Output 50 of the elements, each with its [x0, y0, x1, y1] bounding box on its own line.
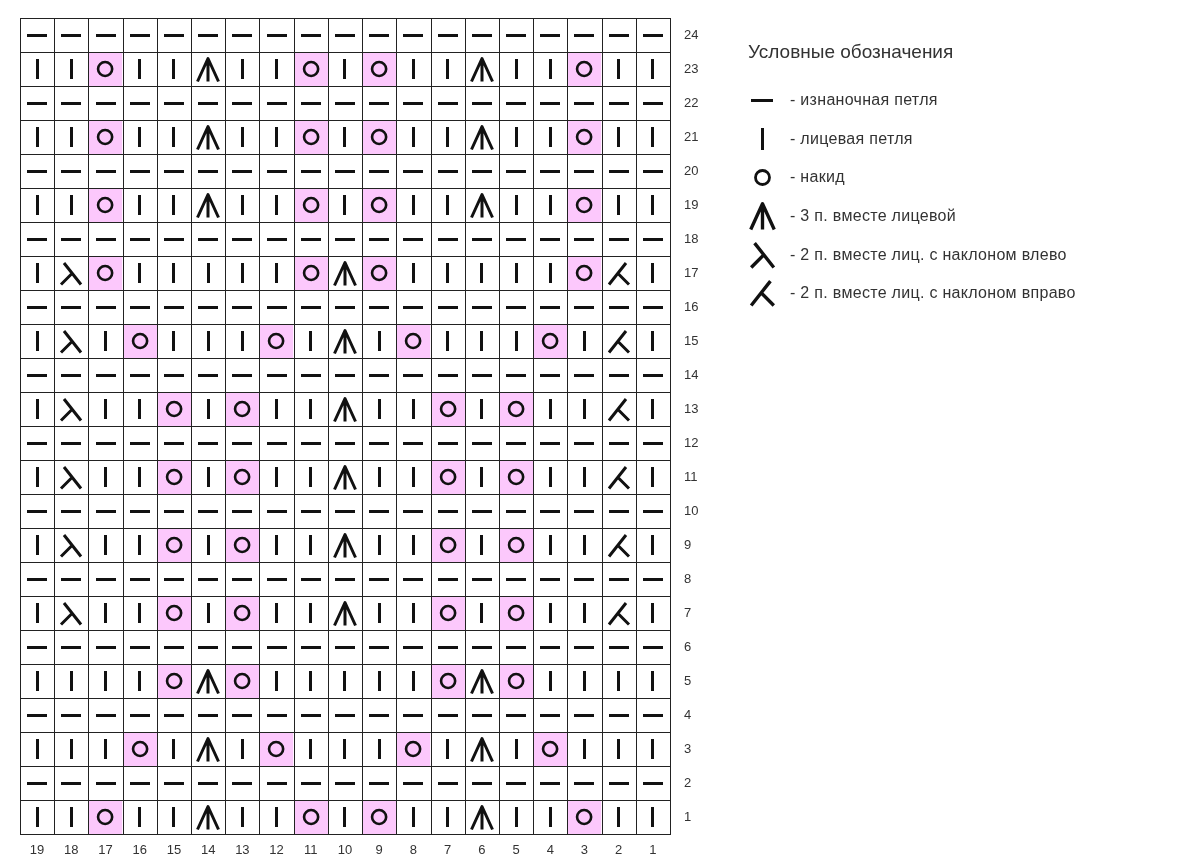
row-number: 20 [684, 163, 699, 179]
row-number: 9 [684, 537, 692, 553]
column-number: 2 [615, 842, 623, 858]
legend-heading: Условные обозначения [748, 40, 954, 64]
column-number: 19 [29, 842, 45, 858]
row-number: 3 [684, 741, 692, 757]
column-number: 4 [546, 842, 554, 858]
legend-text: - изнаночная петля [790, 90, 938, 111]
legend-text: - 2 п. вместе лиц. с наклоном вправо [790, 283, 1076, 304]
row-number: 1 [684, 809, 692, 825]
column-number: 18 [64, 842, 79, 858]
legend-text: - накид [790, 167, 845, 188]
row-number: 23 [684, 61, 699, 77]
row-number: 17 [684, 265, 699, 281]
row-number: 11 [684, 469, 698, 485]
column-number: 10 [337, 842, 353, 858]
row-number: 2 [684, 775, 692, 791]
legend-text: - 2 п. вместе лиц. с наклоном влево [790, 244, 1067, 265]
column-number: 14 [200, 842, 216, 858]
column-number: 7 [444, 842, 452, 858]
row-number: 15 [684, 333, 699, 349]
row-number: 16 [684, 299, 699, 315]
row-number: 7 [684, 605, 692, 621]
column-number: 3 [580, 842, 589, 858]
row-number: 5 [684, 673, 692, 689]
row-number: 19 [684, 197, 699, 213]
column-number: 8 [409, 842, 418, 858]
row-number: 22 [684, 95, 699, 111]
column-number: 1 [649, 842, 657, 858]
column-number: 5 [512, 842, 520, 858]
legend-text: - 3 п. вместе лицевой [790, 206, 956, 227]
row-number: 4 [684, 707, 692, 723]
row-number: 10 [684, 503, 699, 519]
column-number: 16 [132, 842, 147, 858]
row-number: 12 [684, 435, 699, 451]
column-number: 11 [304, 842, 318, 858]
row-number: 14 [684, 367, 699, 383]
row-number: 13 [684, 401, 699, 417]
row-number: 6 [684, 639, 692, 655]
legend-text: - лицевая петля [790, 128, 913, 149]
column-number: 17 [98, 842, 113, 858]
row-number: 18 [684, 231, 699, 247]
column-number: 6 [478, 842, 486, 858]
row-number: 8 [684, 571, 692, 587]
column-number: 9 [375, 842, 383, 858]
column-number: 12 [269, 842, 284, 858]
row-number: 21 [684, 129, 699, 145]
column-number: 15 [166, 842, 182, 858]
column-number: 13 [235, 842, 250, 858]
row-number: 24 [684, 27, 699, 43]
